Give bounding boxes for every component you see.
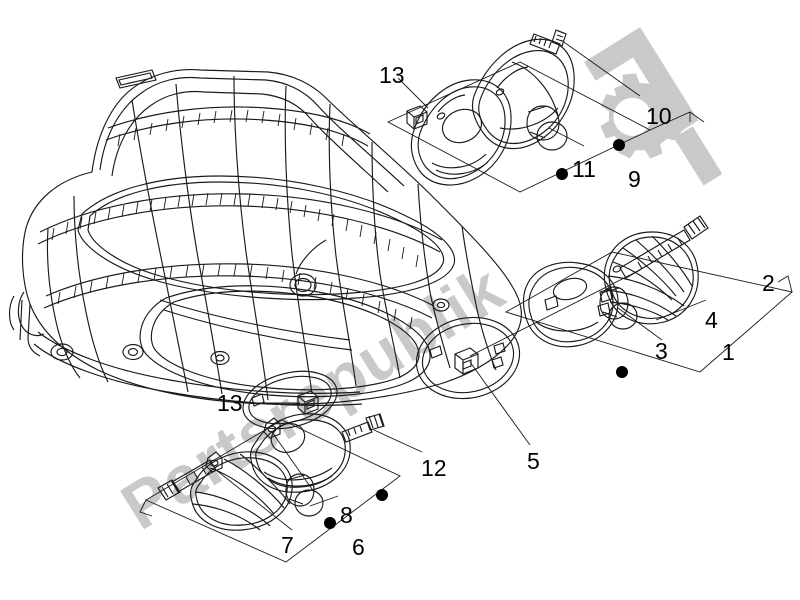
right-turn-signal-group [469,215,793,378]
leader-5 [469,361,531,446]
callout-10[interactable]: 10 [646,103,672,129]
callout-3[interactable]: 3 [655,338,668,364]
screw-2 [619,215,709,279]
headlamp-group [386,29,705,193]
screw-10 [529,29,567,55]
callout-11[interactable]: 11 [572,156,596,182]
callout-6[interactable]: 6 [352,534,365,560]
callout-4[interactable]: 4 [705,307,718,333]
clip-13-upper [406,105,428,130]
callout-13-top[interactable]: 13 [379,62,405,88]
callout-7[interactable]: 7 [281,532,294,558]
front-shield-body [8,69,522,430]
left-turn-signal-group [139,390,423,563]
callout-13-bottom[interactable]: 13 [217,390,243,416]
callout-9[interactable]: 9 [628,166,641,192]
callout-5[interactable]: 5 [527,448,540,474]
callout-2[interactable]: 2 [762,270,775,296]
callout-1[interactable]: 1 [722,339,735,365]
callout-12[interactable]: 12 [421,455,447,481]
callout-8[interactable]: 8 [340,502,353,528]
screw-12 [341,413,385,443]
screw-7 [157,459,217,501]
clip-13-lower [297,390,319,415]
